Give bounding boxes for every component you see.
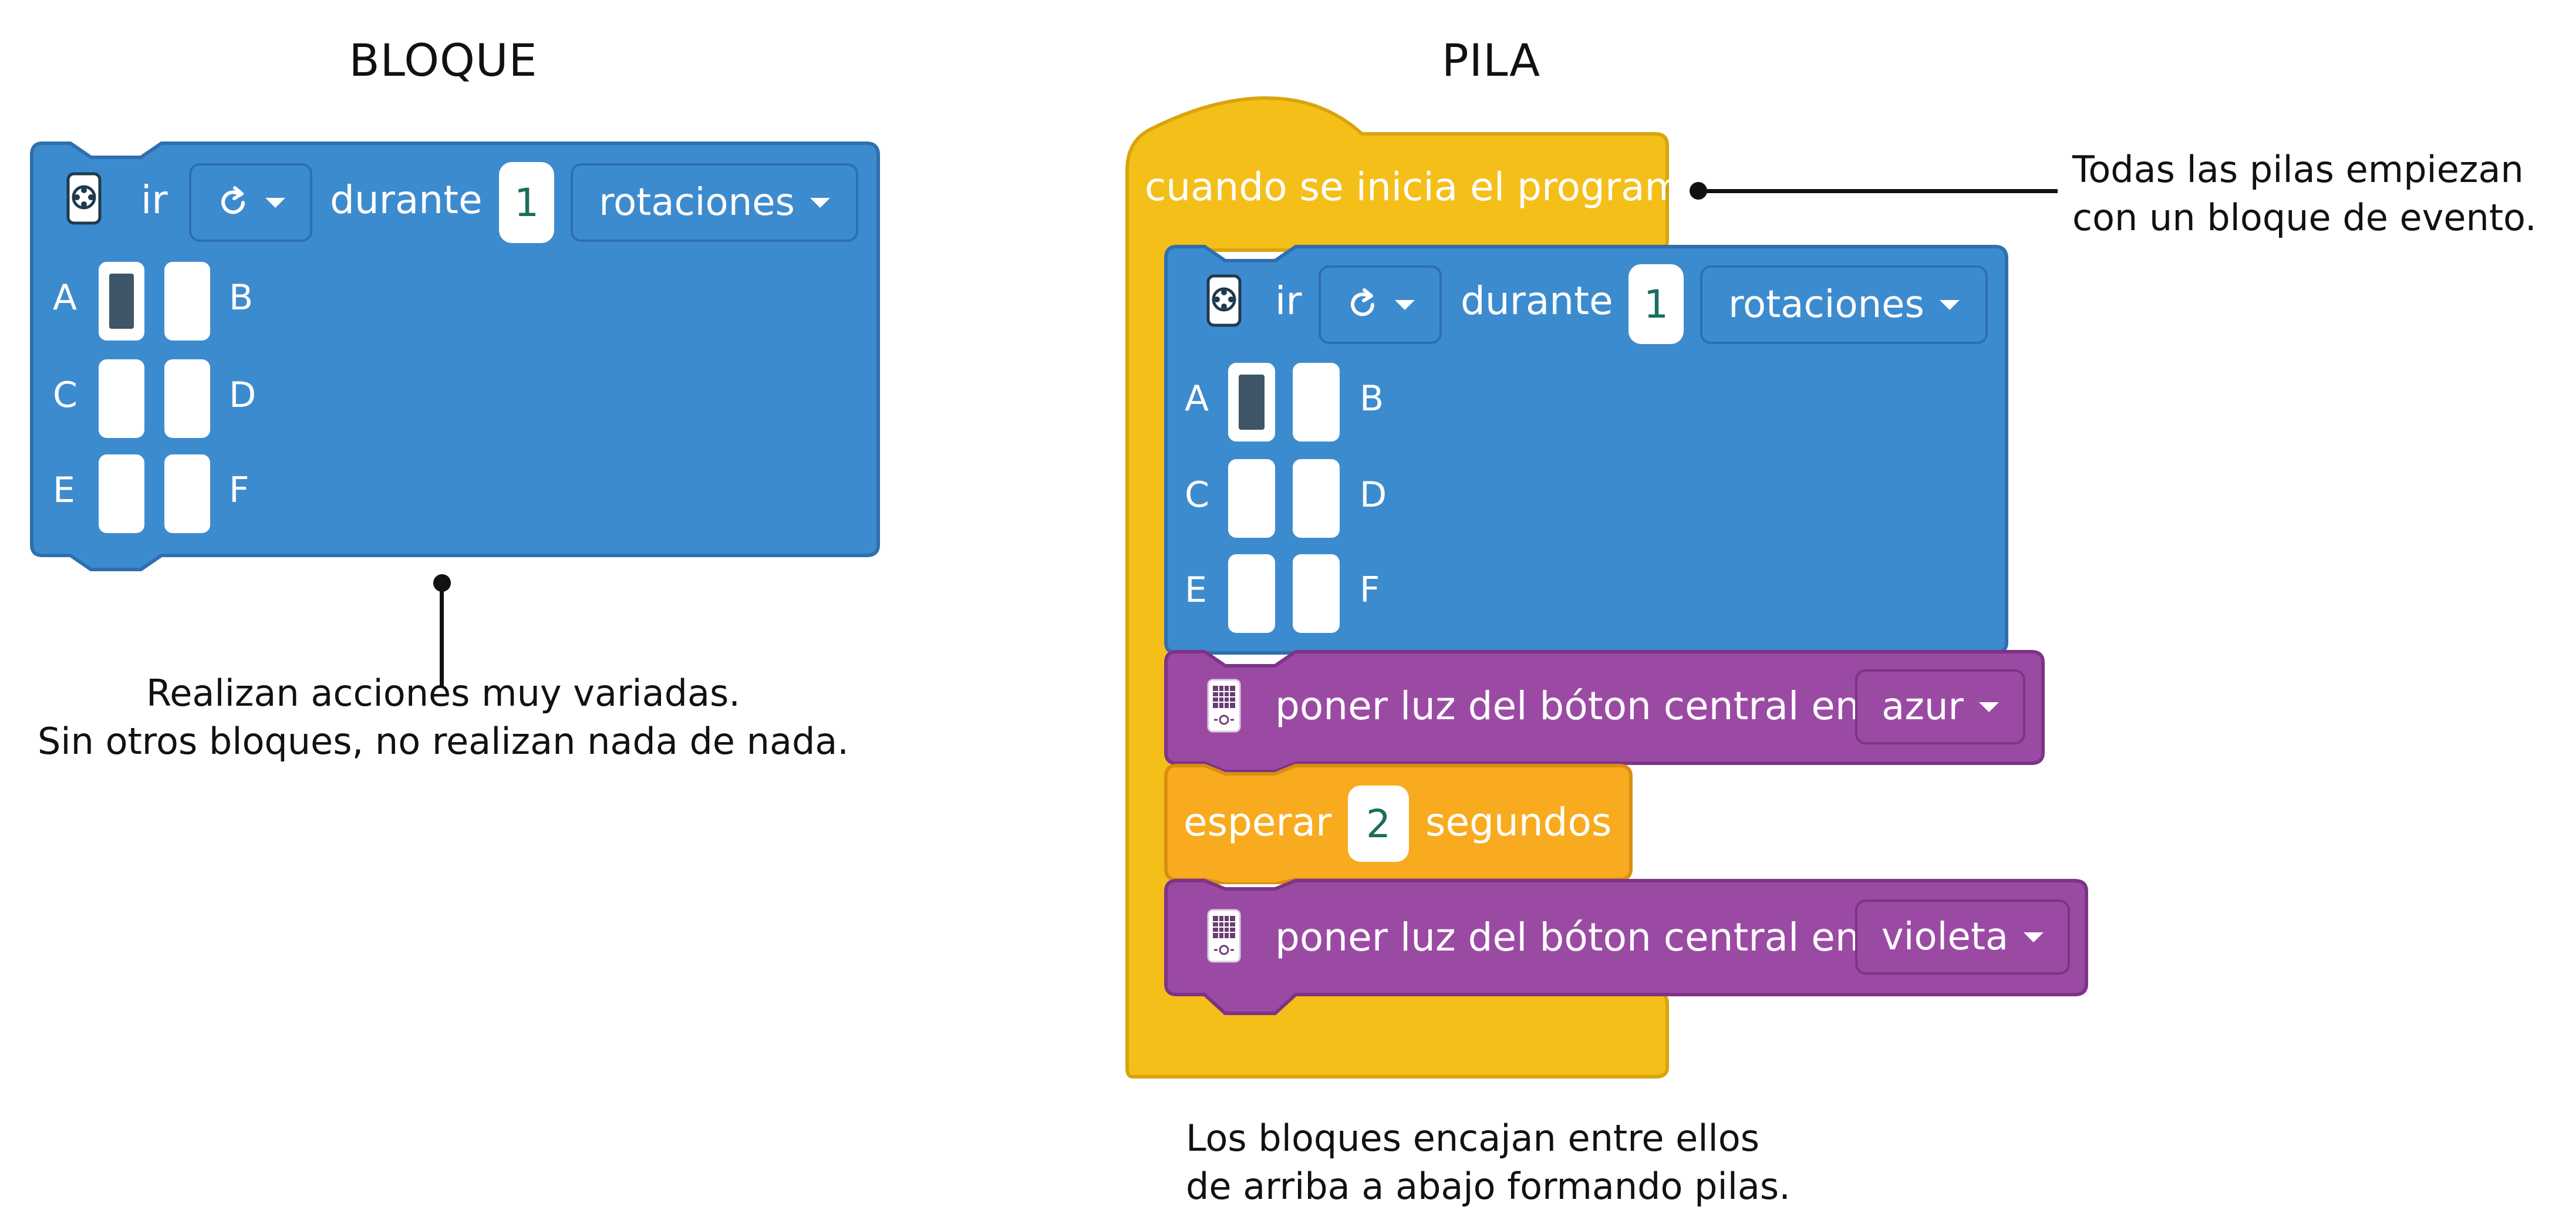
motor-icon [1206,274,1242,327]
port-label-c: C [53,375,77,416]
go-label: ir [1275,278,1302,323]
light-label: poner luz del bóton central en [1275,683,1860,729]
bloque-pointer-line [440,582,444,687]
port-slot-d[interactable] [1293,459,1340,538]
port-slot-a[interactable] [1228,363,1275,442]
color-label-violeta: violeta [1881,915,2009,959]
port-label-b: B [1360,378,1384,419]
heading-bloque: BLOQUE [349,34,538,86]
port-label-a: A [1185,378,1209,419]
direction-dropdown[interactable] [1319,265,1442,344]
port-label-b: B [229,277,254,318]
port-label-c: C [1185,474,1209,515]
event-note: Todas las pilas empiezan con un bloque d… [2072,146,2537,242]
port-label-e: E [1185,569,1207,611]
port-slot-a[interactable] [99,262,144,341]
unit-label: rotaciones [599,181,795,224]
port-label-f: F [229,470,249,511]
port-slot-e[interactable] [99,454,144,533]
stack-note-line2: de arriba a abajo formando pilas. [1186,1165,1791,1208]
chevron-down-icon [265,197,285,208]
bloque-note: Realizan acciones muy variadas. Sin otro… [23,669,863,766]
port-slot-f[interactable] [1293,554,1340,633]
stack-note-line1: Los bloques encajan entre ellos [1186,1117,1760,1160]
event-block-shape[interactable] [1115,88,1732,1080]
direction-dropdown[interactable] [189,163,312,242]
wait-label-after: segundos [1425,800,1612,845]
port-slot-e[interactable] [1228,554,1275,633]
chevron-down-icon [810,197,830,208]
wait-label-before: esperar [1184,800,1332,845]
bloque-note-line1: Realizan acciones muy variadas. [146,672,741,715]
stack-move-block[interactable]: ir durante 1 rotaciones A B C D E F [1164,244,2009,655]
port-slot-b[interactable] [164,262,210,341]
unit-dropdown[interactable]: rotaciones [571,163,858,242]
color-dropdown-violeta[interactable]: violeta [1855,899,2070,975]
chevron-down-icon [1939,299,1960,310]
port-label-e: E [53,470,75,511]
single-move-block[interactable]: ir durante 1 rotaciones A B C D E F [29,141,881,575]
event-note-line2: con un bloque de evento. [2072,196,2537,239]
motor-icon [66,172,102,225]
event-pointer-line [1698,189,2058,193]
event-note-line1: Todas las pilas empiezan [2072,148,2524,191]
color-dropdown-azur[interactable]: azur [1855,669,2025,744]
chevron-down-icon [1395,299,1415,310]
port-slot-c[interactable] [99,359,144,438]
light-block-violeta[interactable]: poner luz del bóton central en violeta [1164,878,2089,1019]
color-label-azur: azur [1882,685,1964,729]
port-label-d: D [229,375,257,416]
port-slot-c[interactable] [1228,459,1275,538]
rotate-clockwise-icon [221,186,245,214]
move-block-shape [30,141,880,571]
unit-dropdown[interactable]: rotaciones [1700,265,1988,344]
port-label-f: F [1360,569,1380,611]
light-block-azur[interactable]: poner luz del bóton central en azur [1164,649,2045,773]
amount-input[interactable]: 1 [1628,264,1684,344]
during-label: durante [1461,278,1613,323]
hub-icon [1207,909,1241,963]
event-label: cuando se inicia el programa [1145,164,1707,210]
go-label: ir [141,177,168,223]
port-label-d: D [1360,474,1387,515]
light-label: poner luz del bóton central en [1275,915,1860,960]
port-slot-b[interactable] [1293,363,1340,442]
heading-pila: PILA [1441,34,1541,86]
wait-seconds-input[interactable]: 2 [1348,786,1409,862]
port-label-a: A [53,277,77,318]
hub-icon [1207,679,1241,733]
stack-note: Los bloques encajan entre ellos de arrib… [1186,1114,1791,1211]
light-block-azur-shape [1164,650,2045,773]
chevron-down-icon [1978,702,1999,712]
unit-label: rotaciones [1728,283,1924,326]
rotate-clockwise-icon [1351,288,1374,316]
amount-input[interactable]: 1 [499,162,554,243]
wait-block[interactable]: esperar 2 segundos [1164,763,1633,884]
during-label: durante [330,177,483,223]
port-slot-d[interactable] [164,359,210,438]
bloque-note-line2: Sin otros bloques, no realizan nada de n… [37,720,849,763]
chevron-down-icon [2024,932,2044,942]
port-slot-f[interactable] [164,454,210,533]
